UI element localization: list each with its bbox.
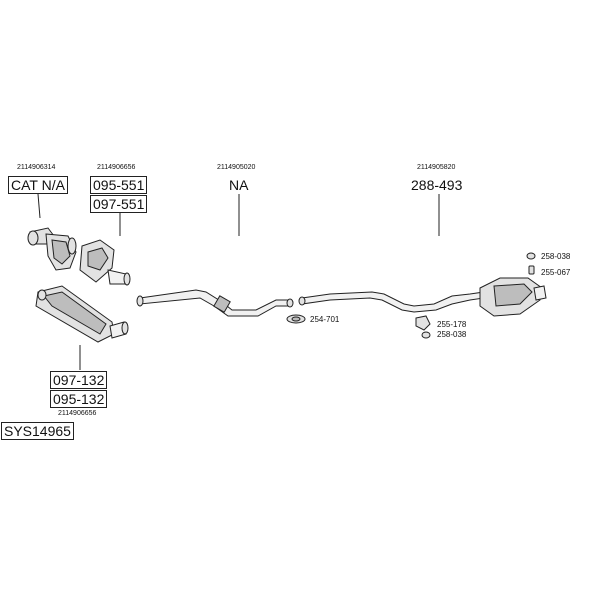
system-label-box[interactable]: SYS14965: [1, 422, 74, 440]
rubber-b-part: [526, 252, 536, 260]
rear-part-code: 2114905820: [417, 164, 456, 171]
hanger-b-part: [528, 265, 535, 275]
front-pipe-part: [136, 289, 294, 317]
front-pipe-part-code: 2114905020: [217, 164, 256, 171]
dpf-label-box-2[interactable]: 095-132: [50, 390, 108, 408]
muffler-part: [479, 277, 547, 317]
rear-pipe-part: [298, 291, 485, 313]
rubber-a-part: [421, 331, 431, 339]
particulate-filter-part: [35, 285, 129, 343]
hanger-b-label[interactable]: 255-067: [541, 268, 571, 277]
front-pipe-label[interactable]: NA: [229, 177, 249, 193]
rear-label[interactable]: 288-493: [411, 177, 463, 193]
clamp-part: [286, 314, 306, 324]
cat-label-box[interactable]: CAT N/A: [8, 176, 68, 194]
manifold-label-box-1[interactable]: 095-551: [90, 176, 148, 194]
hanger-a-part: [415, 315, 431, 331]
manifold-label-box-2[interactable]: 097-551: [90, 195, 148, 213]
leader-cat: [37, 193, 41, 219]
manifold-part: [79, 239, 131, 286]
dpf-part-code: 2114906656: [58, 410, 97, 417]
dpf-label-box-1[interactable]: 097-132: [50, 371, 108, 389]
clamp-label[interactable]: 254-701: [310, 315, 340, 324]
hanger-a-label[interactable]: 255-178: [437, 320, 467, 329]
catalytic-converter-part: [27, 227, 77, 271]
rubber-a-label[interactable]: 258-038: [437, 330, 467, 339]
rubber-b-label[interactable]: 258-038: [541, 252, 571, 261]
manifold-part-code: 2114906656: [97, 164, 136, 171]
cat-part-code: 2114906314: [17, 164, 56, 171]
